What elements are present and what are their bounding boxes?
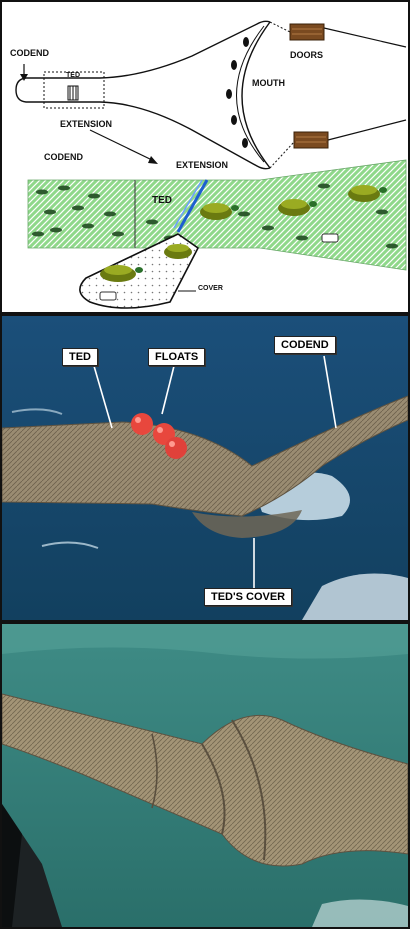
trawl-outline	[16, 21, 406, 168]
trawl-diagram-panel: CODEND TED EXTENSION MOUTH DOORS CODEND …	[0, 0, 410, 314]
cover-label: COVER	[198, 285, 223, 292]
codend-label-mid: CODEND	[44, 152, 83, 162]
floats-callout: FLOATS	[148, 348, 205, 366]
codend-label-top: CODEND	[10, 48, 49, 58]
photo-ted-floats-panel: TED FLOATS CODEND TED'S COVER	[0, 314, 410, 622]
door-icon	[290, 24, 324, 40]
mouth-label: MOUTH	[252, 78, 285, 88]
codend-callout: CODEND	[274, 336, 336, 354]
doors-label: DOORS	[290, 50, 323, 60]
photo-net-water	[2, 624, 408, 927]
teds-cover-callout: TED'S COVER	[204, 588, 292, 606]
ted-callout: TED	[62, 348, 98, 366]
float-icon	[131, 413, 153, 435]
photo-net-water-panel	[0, 622, 410, 929]
extension-label-mid: EXTENSION	[176, 160, 228, 170]
float-icon	[165, 437, 187, 459]
turtle-icon	[164, 244, 192, 259]
extension-label-top: EXTENSION	[60, 119, 112, 129]
door-icon	[294, 132, 328, 148]
ted-label-mid: TED	[152, 195, 172, 206]
ted-label-small: TED	[66, 72, 80, 79]
